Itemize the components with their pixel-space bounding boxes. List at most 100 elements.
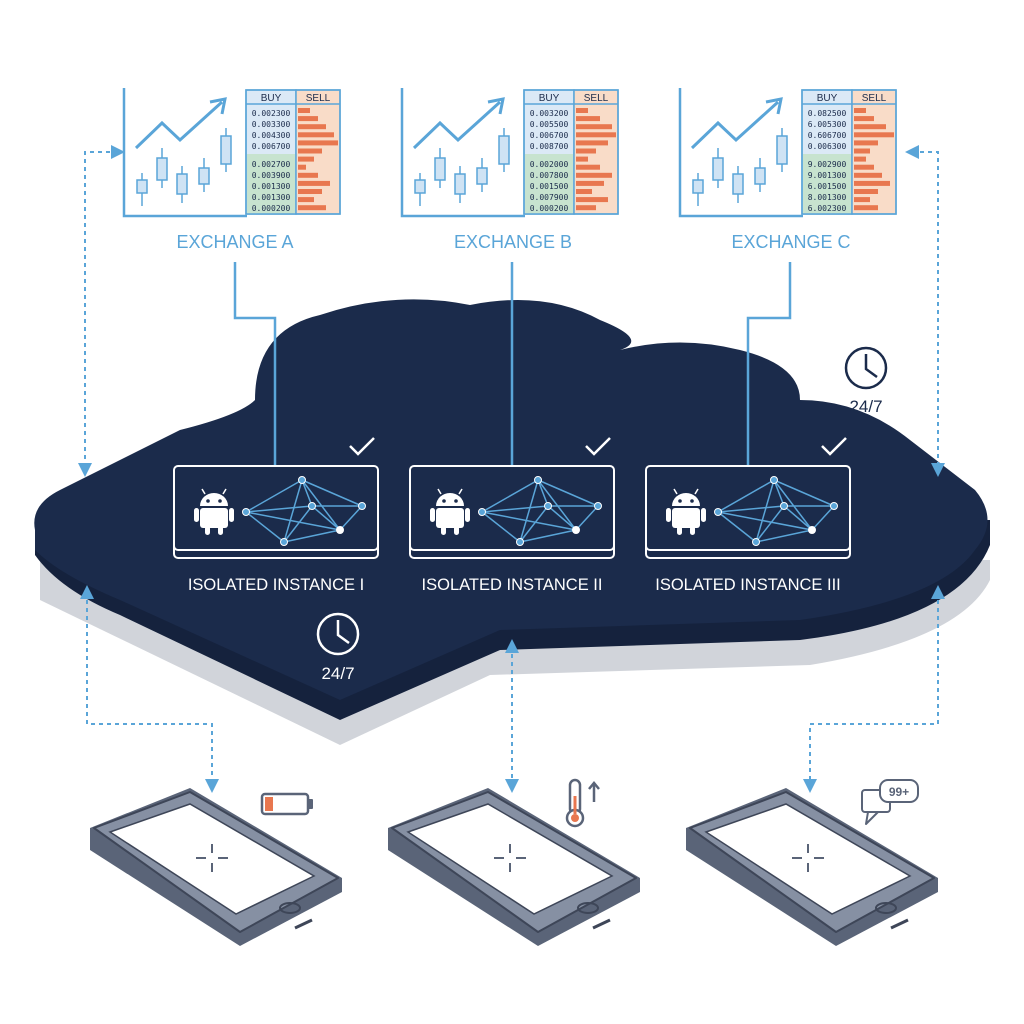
checkmark-icon bbox=[585, 437, 611, 456]
price-chart bbox=[678, 88, 803, 218]
candle-body bbox=[498, 135, 510, 165]
low-battery-icon bbox=[260, 792, 313, 816]
trend-arrow-icon bbox=[690, 100, 780, 150]
sell-depth-bar bbox=[854, 148, 870, 154]
charging-port bbox=[294, 918, 313, 930]
sell-depth-bar bbox=[576, 132, 616, 138]
buy-header: BUY bbox=[817, 93, 838, 104]
crosshair-icon bbox=[196, 844, 228, 872]
availability-bottom-left: 24/7 bbox=[316, 612, 360, 683]
candle-body bbox=[776, 135, 788, 165]
trend-arrow-icon bbox=[134, 100, 224, 150]
sell-depth-bar bbox=[298, 108, 310, 113]
buy-price: 0.000200 bbox=[252, 204, 291, 213]
buy-price: 6.002300 bbox=[808, 204, 847, 213]
sell-depth-bar bbox=[298, 124, 326, 130]
flow-right-top bbox=[905, 145, 945, 477]
sell-depth-bar bbox=[298, 197, 314, 203]
sell-depth-bar bbox=[854, 172, 882, 178]
sell-depth-bar bbox=[854, 156, 866, 162]
connector-exchange-c bbox=[746, 262, 792, 466]
notification-badge: 99+ bbox=[889, 785, 909, 799]
buy-price: 0.001300 bbox=[252, 193, 291, 202]
sell-depth-bar bbox=[298, 189, 322, 194]
availability-label: 24/7 bbox=[849, 397, 882, 416]
sell-depth-bar bbox=[576, 116, 600, 122]
buy-price: 0.082500 bbox=[808, 109, 847, 118]
candle-body bbox=[414, 179, 426, 194]
sell-depth-bar bbox=[854, 132, 894, 138]
instance-label: ISOLATED INSTANCE I bbox=[188, 576, 364, 594]
sell-depth-bar bbox=[854, 197, 870, 203]
device-screen bbox=[406, 803, 614, 915]
sell-depth-bar bbox=[576, 148, 596, 154]
crosshair-icon bbox=[494, 844, 526, 872]
sell-depth-bar bbox=[854, 108, 866, 113]
sell-header: SELL bbox=[306, 93, 331, 104]
home-button[interactable] bbox=[875, 902, 897, 914]
flow-left-bottom bbox=[80, 585, 219, 793]
candle-body bbox=[712, 157, 724, 181]
android-icon bbox=[666, 488, 706, 535]
home-button[interactable] bbox=[279, 902, 301, 914]
isolated-instance: ISOLATED INSTANCE II bbox=[409, 437, 615, 594]
sell-depth-bar bbox=[298, 132, 334, 138]
candle-body bbox=[434, 157, 446, 181]
isolated-instance: ISOLATED INSTANCE I bbox=[173, 437, 379, 594]
sell-depth-bar bbox=[854, 180, 890, 186]
instance-label: ISOLATED INSTANCE II bbox=[422, 576, 603, 594]
notification-overflow-icon: 99+ bbox=[861, 779, 919, 825]
buy-price: 9.001300 bbox=[808, 171, 847, 180]
mobile-device bbox=[90, 788, 342, 946]
buy-price: 0.007800 bbox=[530, 171, 569, 180]
home-button[interactable] bbox=[577, 902, 599, 914]
candle-body bbox=[176, 173, 188, 195]
buy-price: 0.007900 bbox=[530, 193, 569, 202]
candle-body bbox=[220, 135, 232, 165]
buy-price: 0.004300 bbox=[252, 131, 291, 140]
buy-price: 6.005300 bbox=[808, 120, 847, 129]
charging-port bbox=[890, 918, 909, 930]
sell-depth-bar bbox=[576, 197, 608, 203]
charging-port bbox=[592, 918, 611, 930]
candle-body bbox=[198, 167, 210, 185]
sell-depth-bar bbox=[576, 156, 588, 162]
isolated-instance: ISOLATED INSTANCE III bbox=[645, 437, 851, 594]
buy-header: BUY bbox=[261, 93, 282, 104]
flow-left-top bbox=[78, 145, 125, 477]
buy-price: 6.001500 bbox=[808, 182, 847, 191]
buy-price: 0.002300 bbox=[252, 109, 291, 118]
device-screen bbox=[108, 803, 316, 915]
buy-header: BUY bbox=[539, 93, 560, 104]
buy-price: 0.008700 bbox=[530, 142, 569, 151]
candle-body bbox=[454, 173, 466, 195]
sell-depth-bar bbox=[576, 124, 612, 130]
mobile-device bbox=[388, 788, 640, 946]
price-chart bbox=[400, 88, 525, 218]
buy-price: 9.002900 bbox=[808, 160, 847, 169]
candle-body bbox=[476, 167, 488, 185]
sell-depth-bar bbox=[576, 205, 596, 211]
candle-body bbox=[692, 179, 704, 194]
buy-price: 0.002000 bbox=[530, 160, 569, 169]
sell-depth-bar bbox=[298, 140, 338, 146]
instance-label: ISOLATED INSTANCE III bbox=[655, 576, 841, 594]
flow-right-bottom bbox=[803, 585, 945, 793]
sell-header: SELL bbox=[584, 93, 609, 104]
buy-price: 0.006300 bbox=[808, 142, 847, 151]
clock-icon bbox=[844, 346, 888, 390]
mobile-device bbox=[686, 788, 938, 946]
crosshair-icon bbox=[792, 844, 824, 872]
sell-depth-bar bbox=[854, 164, 874, 170]
buy-price: 0.003200 bbox=[530, 109, 569, 118]
clock-icon bbox=[316, 612, 360, 656]
exchange-label: EXCHANGE A bbox=[176, 232, 293, 252]
sell-depth-bar bbox=[854, 140, 878, 146]
candle-body bbox=[136, 179, 148, 194]
